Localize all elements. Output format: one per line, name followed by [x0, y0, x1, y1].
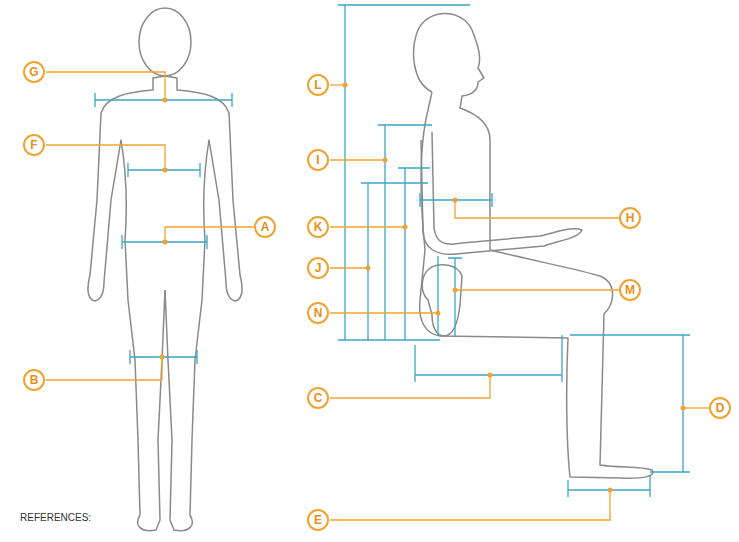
- callout-letter: G: [29, 66, 38, 78]
- callout-letter: F: [30, 139, 37, 151]
- callout-letter: D: [716, 402, 725, 414]
- callout-circle: I: [307, 149, 329, 171]
- callout-circle: B: [23, 369, 45, 391]
- callout-letter: A: [261, 221, 270, 233]
- callout-circle: C: [307, 387, 329, 409]
- callout-letter: M: [625, 284, 635, 296]
- callout-circle: H: [619, 207, 641, 229]
- references-label: REFERENCES:: [20, 512, 91, 523]
- measure-lines: [95, 5, 690, 497]
- callout-letter: J: [315, 262, 322, 274]
- callout-circle: M: [619, 279, 641, 301]
- callout-letter: H: [626, 212, 635, 224]
- callout-circle: N: [307, 302, 329, 324]
- callout-circle: D: [709, 397, 731, 419]
- callout-letter: B: [30, 374, 39, 386]
- leader-lines: [46, 72, 709, 520]
- callout-circle: G: [23, 61, 45, 83]
- side-figure: [414, 14, 653, 479]
- callout-letter: K: [314, 221, 323, 233]
- callout-letter: L: [314, 79, 321, 91]
- callout-circle: L: [307, 74, 329, 96]
- callout-circle: K: [307, 216, 329, 238]
- callout-circle: E: [307, 509, 329, 531]
- callout-letter: N: [314, 307, 323, 319]
- callout-circle: F: [23, 134, 45, 156]
- callout-letter: C: [314, 392, 323, 404]
- callout-letter: I: [316, 154, 319, 166]
- callout-letter: E: [314, 514, 322, 526]
- callout-circle: J: [307, 257, 329, 279]
- callout-circle: A: [254, 216, 276, 238]
- leader-dots: [160, 83, 686, 493]
